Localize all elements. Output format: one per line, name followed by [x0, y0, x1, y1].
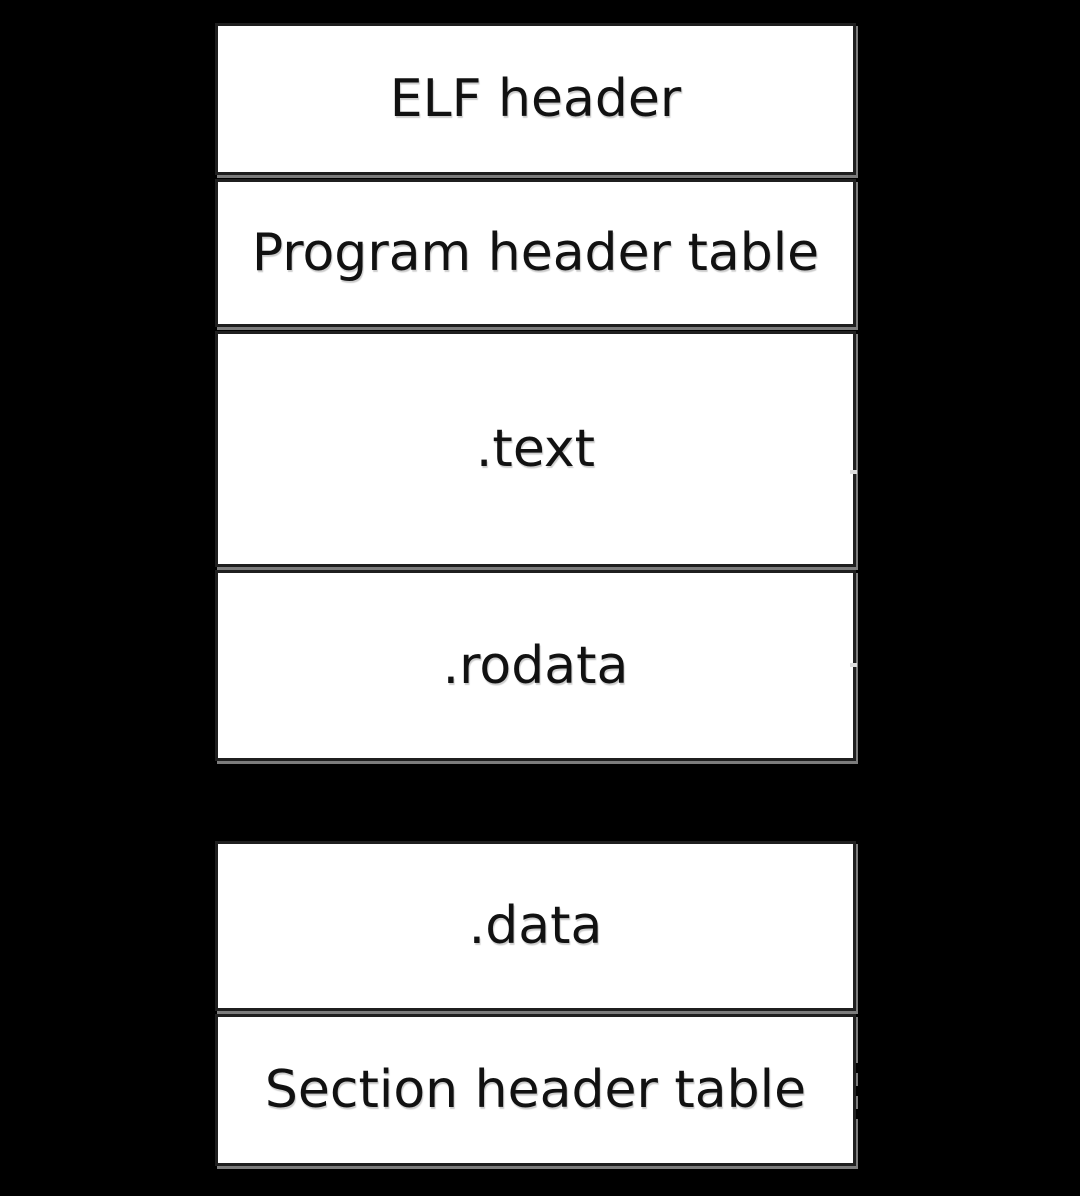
rodata-section-box: .rodata — [215, 570, 856, 761]
section-header-table-label: Section header table — [264, 1060, 807, 1120]
text-section-label: .text — [475, 419, 596, 479]
connector-stub-rodata-icon — [850, 663, 857, 667]
dashed-connector-mark — [856, 1109, 860, 1119]
section-header-table-box: Section header table — [215, 1014, 856, 1166]
elf-header-box: ELF header — [215, 23, 856, 175]
rodata-section-label: .rodata — [442, 635, 629, 696]
program-header-table-label: Program header table — [251, 223, 820, 283]
text-section-box: .text — [215, 331, 856, 567]
program-header-table-box: Program header table — [215, 179, 856, 327]
elf-header-label: ELF header — [389, 69, 682, 129]
data-section-box: .data — [215, 841, 856, 1011]
dashed-connector-mark — [856, 1063, 860, 1073]
data-section-label: .data — [468, 896, 603, 956]
dashed-connector-mark — [856, 1086, 860, 1096]
connector-stub-text-icon — [850, 470, 857, 474]
